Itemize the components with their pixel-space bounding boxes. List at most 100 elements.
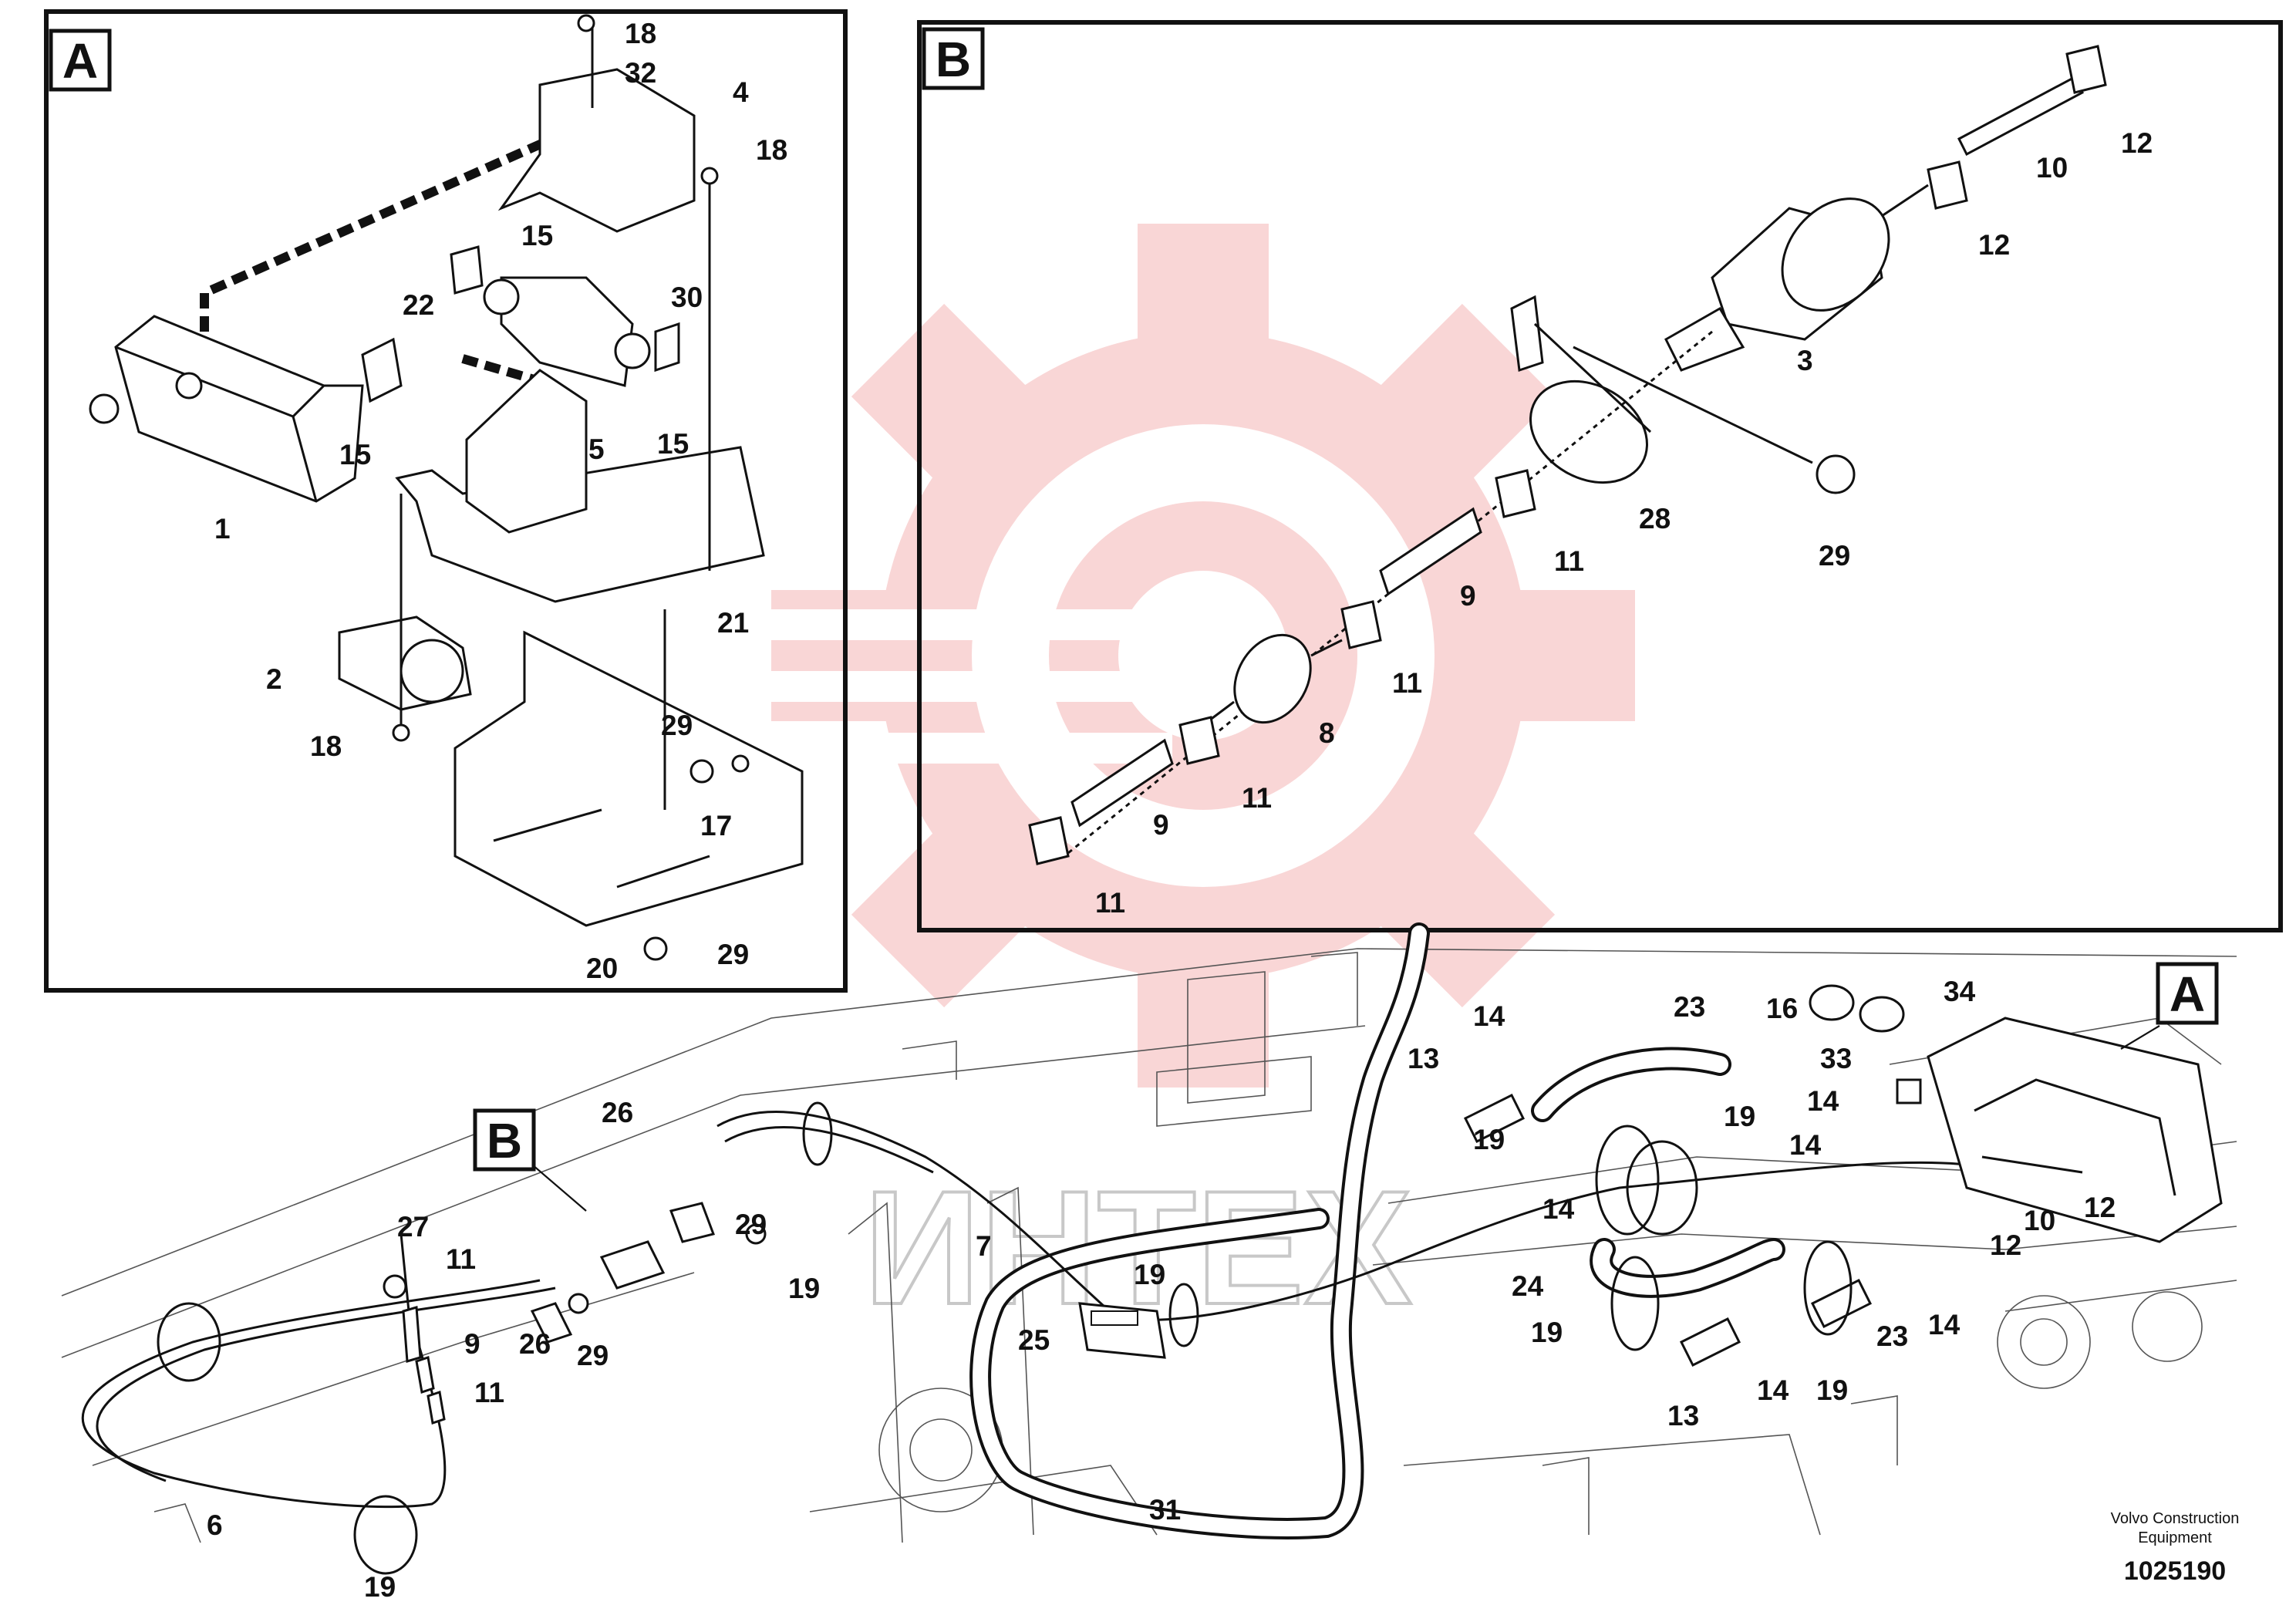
- callout: 13: [1408, 1043, 1439, 1074]
- callout: 23: [1876, 1320, 1908, 1352]
- callouts-detail-b: 12 10 12 3 28 29 11 9 11 8 11 9 11: [1095, 127, 2153, 919]
- bracket: [497, 68, 696, 233]
- mounting-plate: [395, 446, 765, 603]
- callout: 24: [1512, 1270, 1544, 1302]
- callout: 14: [1807, 1085, 1839, 1117]
- callout: 3: [1797, 345, 1813, 376]
- callout: 19: [364, 1571, 396, 1603]
- detail-box-b: B: [917, 20, 2283, 932]
- callout: 18: [756, 134, 787, 166]
- callout: 29: [717, 939, 749, 970]
- callout: 10: [2036, 152, 2068, 184]
- detail-box-a-label: A: [62, 33, 98, 89]
- callout: 9: [464, 1328, 480, 1360]
- callout: 32: [625, 57, 656, 89]
- clip: [2065, 45, 2107, 94]
- heater-unit: [89, 315, 364, 503]
- callout: 11: [1392, 667, 1422, 699]
- callout: 23: [1674, 991, 1705, 1023]
- clip: [1178, 716, 1220, 765]
- callout: 19: [1724, 1101, 1755, 1132]
- callout: 14: [1789, 1129, 1822, 1161]
- watermark-logo: [771, 224, 1635, 1088]
- callout: 14: [1542, 1193, 1575, 1225]
- clip: [1340, 600, 1382, 649]
- timer-panel: [1078, 1302, 1166, 1359]
- callout: 9: [1460, 580, 1476, 612]
- callout: 18: [310, 730, 342, 762]
- callout: 29: [1819, 540, 1850, 572]
- callout: 12: [1978, 229, 2010, 261]
- dashed-leader: [200, 123, 581, 332]
- callout: 5: [588, 433, 605, 465]
- callout: 14: [1757, 1374, 1789, 1406]
- callout: 19: [1816, 1374, 1848, 1406]
- cover-plate: [465, 369, 588, 534]
- callout: 6: [207, 1509, 223, 1541]
- clip: [1495, 469, 1536, 518]
- callouts-detail-a: 18 32 4 18 15 30 22 15 15 5 1 21 2 18 29…: [214, 18, 787, 984]
- clip: [1028, 816, 1070, 865]
- company-name-line2: Equipment: [2138, 1529, 2212, 1546]
- callout: 29: [661, 710, 693, 741]
- callout: 15: [521, 220, 553, 251]
- callout: 10: [2024, 1205, 2055, 1236]
- document-number: 1025190: [2124, 1556, 2226, 1586]
- callout: 7: [976, 1230, 992, 1262]
- clamp: [361, 337, 403, 403]
- company-name: Volvo Construction: [2111, 1510, 2240, 1527]
- callout: 1: [214, 513, 231, 545]
- callout: 14: [1473, 1000, 1505, 1032]
- rod: [1957, 75, 2084, 157]
- callout: 31: [1149, 1494, 1181, 1526]
- callout: 2: [266, 663, 282, 695]
- callout: 27: [397, 1211, 429, 1243]
- callout: 16: [1766, 993, 1798, 1024]
- detail-ref-a-label: A: [2170, 966, 2205, 1022]
- callout: 21: [717, 607, 749, 639]
- callout: 11: [1554, 545, 1584, 577]
- callout: 14: [1928, 1309, 1961, 1340]
- callout: 29: [577, 1340, 609, 1371]
- callout: 15: [339, 439, 371, 470]
- clip: [1927, 160, 1968, 210]
- callout: 11: [446, 1243, 476, 1275]
- callout: 12: [2121, 127, 2153, 159]
- mounting-bracket: [1510, 295, 1652, 484]
- callout: 11: [1095, 887, 1125, 919]
- tube: [1379, 507, 1482, 596]
- detail-ref-b: B: [473, 1108, 587, 1212]
- callout: 33: [1820, 1043, 1852, 1074]
- callout: 19: [1134, 1259, 1165, 1290]
- callout: 15: [657, 428, 689, 460]
- callout: 25: [1018, 1324, 1050, 1356]
- callout: 11: [474, 1377, 504, 1408]
- main-assembly: [81, 922, 2223, 1575]
- solenoid: [1664, 184, 1929, 372]
- detail-ref-a: A: [2120, 962, 2219, 1050]
- callout: 4: [733, 76, 749, 108]
- detail-ref-b-label: B: [487, 1113, 522, 1168]
- tube: [1070, 738, 1174, 828]
- callout: 19: [788, 1273, 820, 1304]
- footer: Volvo Construction Equipment 1025190: [2111, 1510, 2240, 1586]
- callout: 19: [1473, 1124, 1505, 1155]
- valve-unit: [450, 245, 680, 387]
- callout: 12: [1990, 1229, 2021, 1261]
- callout: 11: [1242, 782, 1272, 814]
- callout: 26: [519, 1328, 551, 1360]
- callouts-main: 34 16 23 14 13 33 14 19 19 14 14 12 10 1…: [207, 976, 2116, 1603]
- callout: 20: [586, 953, 618, 984]
- bracket: [453, 630, 804, 927]
- callout: 13: [1667, 1400, 1699, 1431]
- callout: 18: [625, 18, 656, 49]
- heater-installed: [1927, 1017, 2223, 1243]
- callout: 19: [1531, 1317, 1563, 1348]
- callout: 26: [602, 1097, 633, 1128]
- callout: 22: [403, 289, 434, 321]
- fuel-pump: [338, 615, 472, 711]
- detail-box-a: A: [44, 9, 848, 993]
- callout: 8: [1319, 717, 1335, 749]
- check-valve: [1202, 633, 1343, 727]
